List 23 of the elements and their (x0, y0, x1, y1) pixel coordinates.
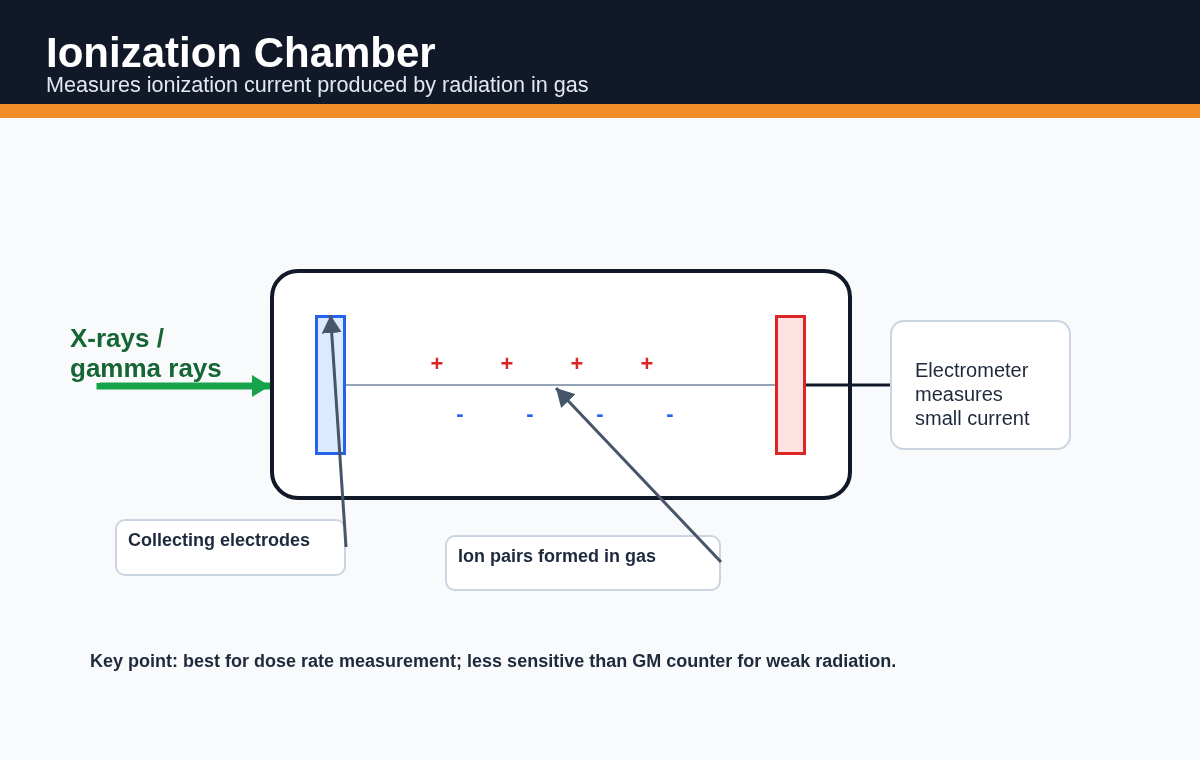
callout-box (115, 519, 346, 576)
negative-ion-sign: - (666, 407, 674, 421)
connector-line (345, 384, 776, 386)
leader-line (554, 386, 723, 564)
negative-ion-sign: - (456, 407, 464, 421)
ionization-chamber (270, 269, 852, 500)
positive-ion-sign: + (500, 357, 514, 371)
callout-box (445, 535, 721, 591)
positive-ion-sign: + (570, 357, 584, 371)
positive-ion-sign: + (640, 357, 654, 371)
wire (806, 383, 890, 387)
radiation-arrow (96, 375, 270, 397)
radiation-label: X-rays / gamma rays (70, 323, 240, 383)
callout-text: Collecting electrodes (128, 529, 312, 551)
callout-text: Ion pairs formed in gas (458, 545, 658, 567)
negative-ion-sign: - (596, 407, 604, 421)
positive-ion-sign: + (430, 357, 444, 371)
callout-text: Electrometer measures small current (915, 358, 1031, 430)
callout-box (890, 320, 1071, 450)
note-text: Key point: best for dose rate measurement; less sensitive than GM counter for weak radiation. (90, 650, 897, 672)
electrode-plate (775, 315, 806, 455)
leader-line (321, 314, 348, 548)
negative-ion-sign: - (526, 407, 534, 421)
